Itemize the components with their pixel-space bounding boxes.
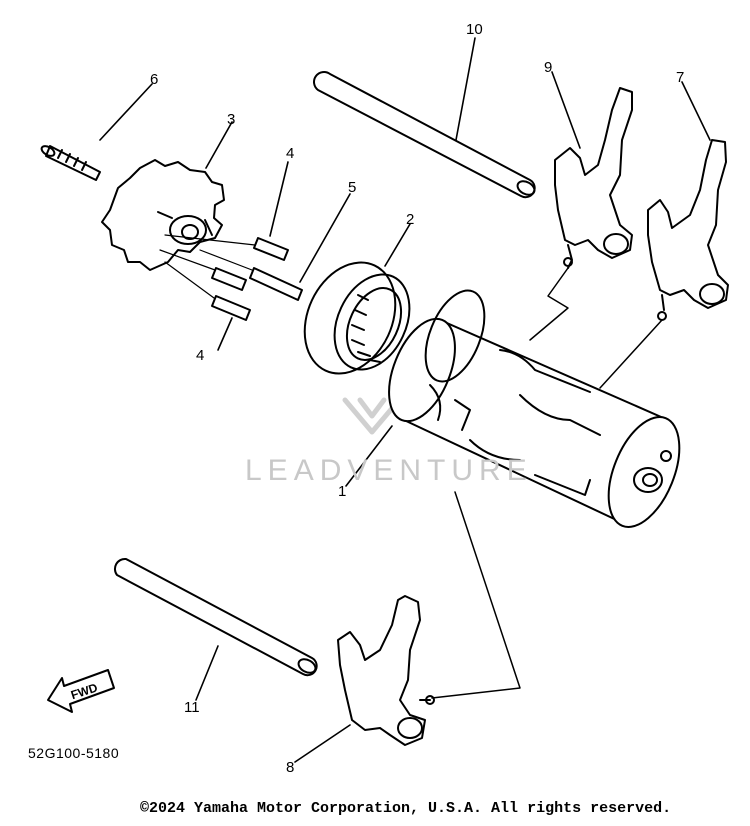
callout-10: 10	[466, 21, 483, 38]
part-8-shift-fork	[337, 595, 435, 746]
callout-3: 3	[227, 111, 235, 128]
part-9-shift-fork	[554, 87, 633, 269]
callout-7: 7	[676, 69, 684, 86]
part-6-screw	[40, 145, 101, 181]
part-1-shift-drum	[388, 289, 681, 528]
part-2-bearing	[303, 261, 411, 375]
watermark-logo-icon	[342, 397, 402, 435]
callout-9: 9	[544, 59, 552, 76]
copyright-footer: ©2024 Yamaha Motor Corporation, U.S.A. A…	[140, 800, 672, 817]
diagram-code: 52G100-5180	[28, 745, 119, 761]
engagement-lines	[431, 267, 663, 699]
watermark-text: LEADVENTURE	[245, 454, 533, 487]
part-11-shaft	[114, 557, 318, 677]
callout-1: 1	[338, 483, 346, 500]
callout-5: 5	[348, 179, 356, 196]
part-4-pins	[211, 237, 289, 321]
callout-2: 2	[406, 211, 414, 228]
callout-8: 8	[286, 759, 294, 776]
part-5-pin	[249, 267, 303, 301]
part-10-shaft	[313, 71, 536, 199]
pin-guide-lines	[159, 234, 256, 299]
callout-4-bottom: 4	[196, 347, 204, 364]
callout-6: 6	[150, 71, 158, 88]
part-7-shift-fork	[647, 139, 729, 321]
callout-4-top: 4	[286, 145, 294, 162]
fwd-arrow-icon	[47, 669, 115, 713]
part-3-segment	[101, 159, 225, 271]
callout-11: 11	[184, 699, 200, 716]
leader-lines	[99, 37, 711, 763]
